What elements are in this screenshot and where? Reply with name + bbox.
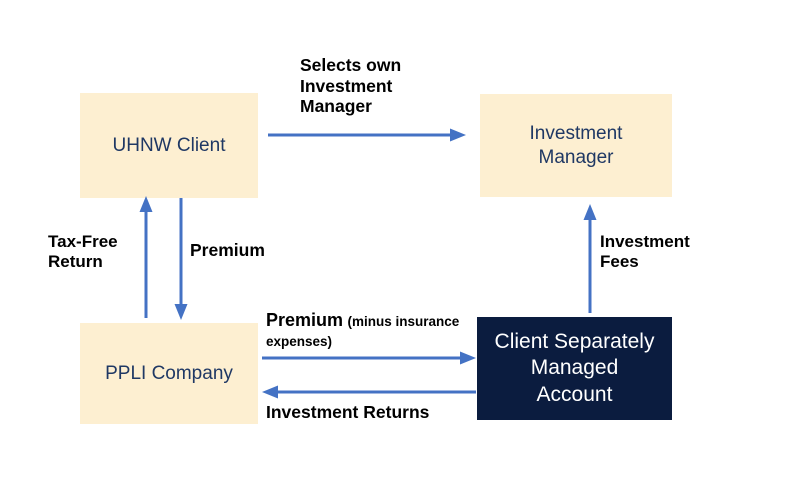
node-client-separately-managed-account[interactable]: Client Separately Managed Account: [477, 317, 672, 420]
node-client-separately-managed-account-label: Client Separately Managed Account: [494, 330, 655, 406]
node-ppli-company[interactable]: PPLI Company: [80, 323, 258, 424]
node-investment-manager-label: Investment Manager: [529, 122, 623, 168]
edge-label-premium-minus-insurance-expenses: Premium (minus insurance expenses): [266, 310, 476, 351]
edge-label-tax-free-return: Tax-Free Return: [48, 232, 118, 272]
node-uhnw-client-label: UHNW Client: [112, 134, 226, 156]
edge-label-premium-note: (minus insurance expenses): [266, 314, 460, 349]
node-ppli-company-label: PPLI Company: [105, 362, 233, 384]
edge-label-investment-fees: Investment Fees: [600, 232, 690, 272]
edge-label-premium-main: Premium: [266, 310, 344, 330]
edge-label-premium: Premium: [190, 240, 265, 260]
edge-label-selects-own-investment-manager: Selects own Investment Manager: [300, 55, 402, 117]
edge-label-investment-returns: Investment Returns: [266, 402, 430, 422]
node-investment-manager[interactable]: Investment Manager: [480, 94, 672, 197]
node-uhnw-client[interactable]: UHNW Client: [80, 93, 258, 198]
